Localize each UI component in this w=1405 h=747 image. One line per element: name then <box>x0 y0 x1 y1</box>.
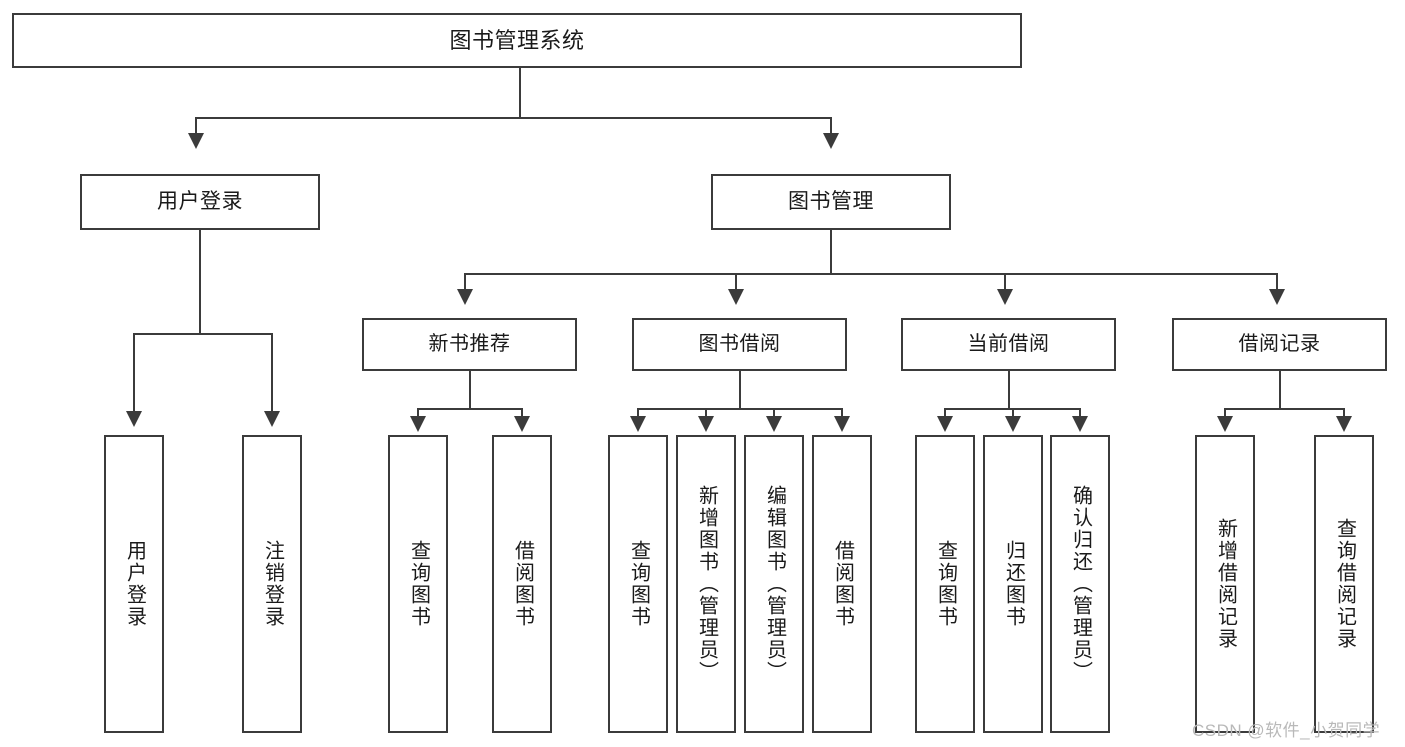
node-label: 新增图书（管理员） <box>695 485 718 683</box>
node-label: 图书管理系统 <box>449 27 585 53</box>
arrow-to-borrow-query <box>630 416 646 432</box>
node-label: 查询图书 <box>627 540 650 628</box>
connector-record-stem <box>1279 371 1281 409</box>
arrow-to-new-book-recommend <box>457 289 473 305</box>
connector-book-manage-drop-3 <box>1004 273 1006 291</box>
arrow-to-logout-leaf <box>264 411 280 427</box>
arrow-to-borrow-add <box>698 416 714 432</box>
node-label: 当前借阅 <box>967 332 1050 355</box>
connector-user-login-bar <box>133 333 273 335</box>
arrow-to-borrow-record <box>1269 289 1285 305</box>
connector-recommend-bar <box>417 408 522 410</box>
leaf-user-login[interactable]: 用户登录 <box>104 435 164 733</box>
node-new-book-recommend[interactable]: 新书推荐 <box>362 318 577 371</box>
connector-recommend-drop-2 <box>521 408 523 417</box>
leaf-recommend-query-book[interactable]: 查询图书 <box>388 435 448 733</box>
connector-current-stem <box>1008 371 1010 409</box>
node-label: 新书推荐 <box>428 332 511 355</box>
arrow-to-current-query <box>937 416 953 432</box>
arrow-to-borrow-edit <box>766 416 782 432</box>
node-label: 编辑图书（管理员） <box>763 485 786 683</box>
arrow-to-record-add <box>1217 416 1233 432</box>
arrow-to-borrow-lend <box>834 416 850 432</box>
node-label: 确认归还（管理员） <box>1069 485 1092 683</box>
connector-book-manage-bar <box>464 273 1278 275</box>
connector-root-stem <box>519 68 521 118</box>
connector-user-login-drop-1 <box>133 333 135 413</box>
node-user-login[interactable]: 用户登录 <box>80 174 320 230</box>
node-label: 借阅图书 <box>511 540 534 628</box>
connector-record-bar <box>1224 408 1344 410</box>
node-label: 用户登录 <box>157 189 243 213</box>
connector-borrow-drop-3 <box>773 408 775 417</box>
arrow-to-recommend-borrow <box>514 416 530 432</box>
connector-user-login-stem <box>199 230 201 334</box>
csdn-watermark: CSDN @软件_小贺同学 <box>1192 721 1381 740</box>
leaf-borrow-query-book[interactable]: 查询图书 <box>608 435 668 733</box>
node-label: 新增借阅记录 <box>1214 518 1237 650</box>
connector-root-bar <box>195 117 832 119</box>
connector-borrow-drop-4 <box>841 408 843 417</box>
arrow-to-recommend-query <box>410 416 426 432</box>
leaf-recommend-borrow-book[interactable]: 借阅图书 <box>492 435 552 733</box>
leaf-borrow-edit-book-admin[interactable]: 编辑图书（管理员） <box>744 435 804 733</box>
arrow-to-current-return <box>1005 416 1021 432</box>
node-current-borrow[interactable]: 当前借阅 <box>901 318 1116 371</box>
node-label: 用户登录 <box>123 540 146 628</box>
connector-borrow-stem <box>739 371 741 409</box>
arrow-to-user-login-leaf <box>126 411 142 427</box>
node-label: 归还图书 <box>1002 540 1025 628</box>
node-label: 查询图书 <box>407 540 430 628</box>
leaf-record-add[interactable]: 新增借阅记录 <box>1195 435 1255 733</box>
connector-record-drop-2 <box>1343 408 1345 417</box>
node-label: 借阅记录 <box>1238 332 1321 355</box>
connector-book-manage-drop-2 <box>735 273 737 291</box>
connector-book-manage-stem <box>830 230 832 274</box>
arrow-to-current-confirm <box>1072 416 1088 432</box>
leaf-current-return-book[interactable]: 归还图书 <box>983 435 1043 733</box>
connector-borrow-drop-1 <box>637 408 639 417</box>
node-label: 查询图书 <box>934 540 957 628</box>
node-label: 借阅图书 <box>831 540 854 628</box>
connector-current-drop-3 <box>1079 408 1081 417</box>
connector-book-manage-drop-1 <box>464 273 466 291</box>
leaf-current-confirm-return-admin[interactable]: 确认归还（管理员） <box>1050 435 1110 733</box>
connector-root-drop-left <box>195 117 197 135</box>
connector-recommend-drop-1 <box>417 408 419 417</box>
leaf-current-query-book[interactable]: 查询图书 <box>915 435 975 733</box>
leaf-record-query[interactable]: 查询借阅记录 <box>1314 435 1374 733</box>
node-borrow-record[interactable]: 借阅记录 <box>1172 318 1387 371</box>
connector-root-drop-right <box>830 117 832 135</box>
leaf-borrow-add-book-admin[interactable]: 新增图书（管理员） <box>676 435 736 733</box>
connector-borrow-bar <box>637 408 842 410</box>
arrow-to-user-login <box>188 133 204 149</box>
node-book-borrow[interactable]: 图书借阅 <box>632 318 847 371</box>
arrow-to-book-manage <box>823 133 839 149</box>
arrow-to-current-borrow <box>997 289 1013 305</box>
connector-book-manage-drop-4 <box>1276 273 1278 291</box>
connector-record-drop-1 <box>1224 408 1226 417</box>
node-label: 图书借阅 <box>698 332 781 355</box>
leaf-logout[interactable]: 注销登录 <box>242 435 302 733</box>
node-label: 注销登录 <box>261 540 284 628</box>
node-label: 图书管理 <box>788 189 874 213</box>
leaf-borrow-lend-book[interactable]: 借阅图书 <box>812 435 872 733</box>
connector-borrow-drop-2 <box>705 408 707 417</box>
arrow-to-book-borrow <box>728 289 744 305</box>
connector-current-drop-2 <box>1012 408 1014 417</box>
node-book-management[interactable]: 图书管理 <box>711 174 951 230</box>
arrow-to-record-query <box>1336 416 1352 432</box>
node-label: 查询借阅记录 <box>1333 518 1356 650</box>
connector-current-drop-1 <box>944 408 946 417</box>
connector-recommend-stem <box>469 371 471 409</box>
node-root-system[interactable]: 图书管理系统 <box>12 13 1022 68</box>
connector-user-login-drop-2 <box>271 333 273 413</box>
